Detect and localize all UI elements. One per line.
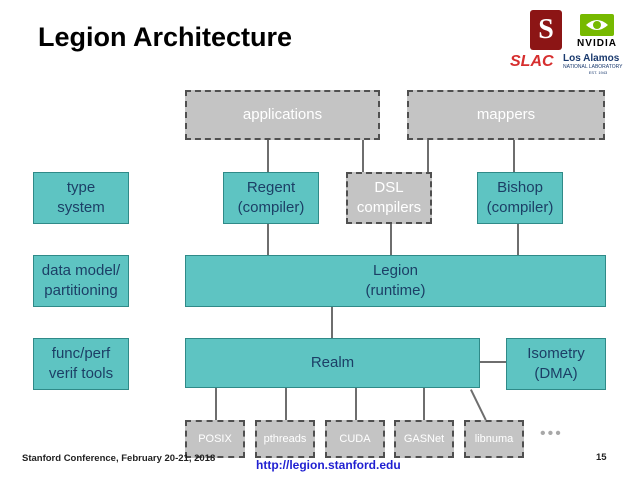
footer-conference: Stanford Conference, February 20-21, 201… — [22, 453, 216, 464]
connector-line — [427, 138, 429, 172]
connector-line — [517, 224, 519, 255]
slac-logo: SLAC — [510, 53, 554, 70]
type-system-box: type system — [33, 172, 129, 224]
footer-url[interactable]: http://legion.stanford.edu — [256, 458, 401, 472]
pthreads-box: pthreads — [255, 420, 315, 458]
connector-line — [285, 388, 287, 420]
applications-box: applications — [185, 90, 380, 140]
stanford-logo-letter: S — [538, 14, 554, 45]
mappers-box: mappers — [407, 90, 605, 140]
connector-line — [362, 138, 364, 172]
page-number: 15 — [596, 452, 607, 463]
connector-line — [390, 224, 392, 255]
cuda-box: CUDA — [325, 420, 385, 458]
ellipsis: ••• — [540, 425, 563, 442]
connector-line — [423, 388, 425, 420]
connector-line — [480, 361, 506, 363]
connector-line — [267, 138, 269, 172]
data-model-box: data model/ partitioning — [33, 255, 129, 307]
connector-line — [215, 388, 217, 420]
legion-runtime-box: Legion (runtime) — [185, 255, 606, 307]
stanford-logo: S — [530, 10, 562, 50]
los-alamos-established: EST. 1943 — [588, 70, 608, 75]
los-alamos-logo: Los Alamos NATIONAL LABORATORY EST. 1943 — [563, 53, 633, 75]
connector-line — [355, 388, 357, 420]
regent-box: Regent (compiler) — [223, 172, 319, 224]
connector-line — [513, 138, 515, 172]
posix-box: POSIX — [185, 420, 245, 458]
nvidia-logo-text: NVIDIA — [577, 38, 617, 49]
connector-line — [331, 307, 333, 338]
connector-line — [470, 389, 487, 421]
nvidia-eye-icon — [580, 14, 614, 36]
connector-line — [267, 224, 269, 255]
isometry-box: Isometry (DMA) — [506, 338, 606, 390]
nvidia-logo: NVIDIA — [572, 12, 622, 52]
page-title: Legion Architecture — [38, 22, 293, 52]
los-alamos-title: Los Alamos — [563, 53, 620, 64]
bishop-box: Bishop (compiler) — [477, 172, 563, 224]
los-alamos-subtitle: NATIONAL LABORATORY — [563, 64, 623, 70]
dsl-compilers-box: DSL compilers — [346, 172, 432, 224]
libnuma-box: libnuma — [464, 420, 524, 458]
func-perf-box: func/perf verif tools — [33, 338, 129, 390]
gasnet-box: GASNet — [394, 420, 454, 458]
realm-box: Realm — [185, 338, 480, 388]
